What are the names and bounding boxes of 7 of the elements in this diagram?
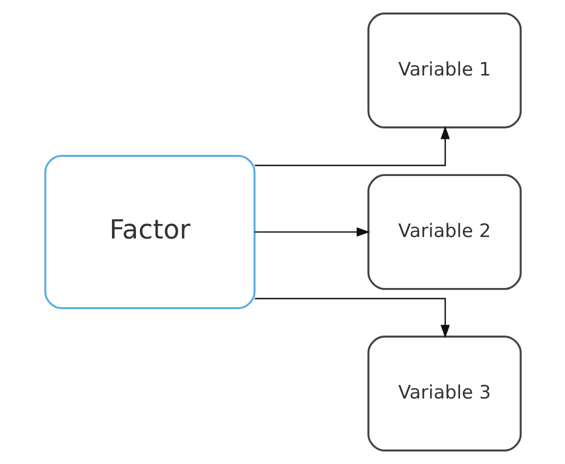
node-box: Factor: [44, 154, 256, 310]
node-box: Variable 2: [366, 174, 522, 290]
arrow: [254, 227, 370, 237]
arrow: [254, 126, 450, 166]
node-box: Variable 3: [366, 336, 522, 452]
arrow: [254, 298, 450, 338]
node-box: Variable 1: [366, 12, 522, 128]
